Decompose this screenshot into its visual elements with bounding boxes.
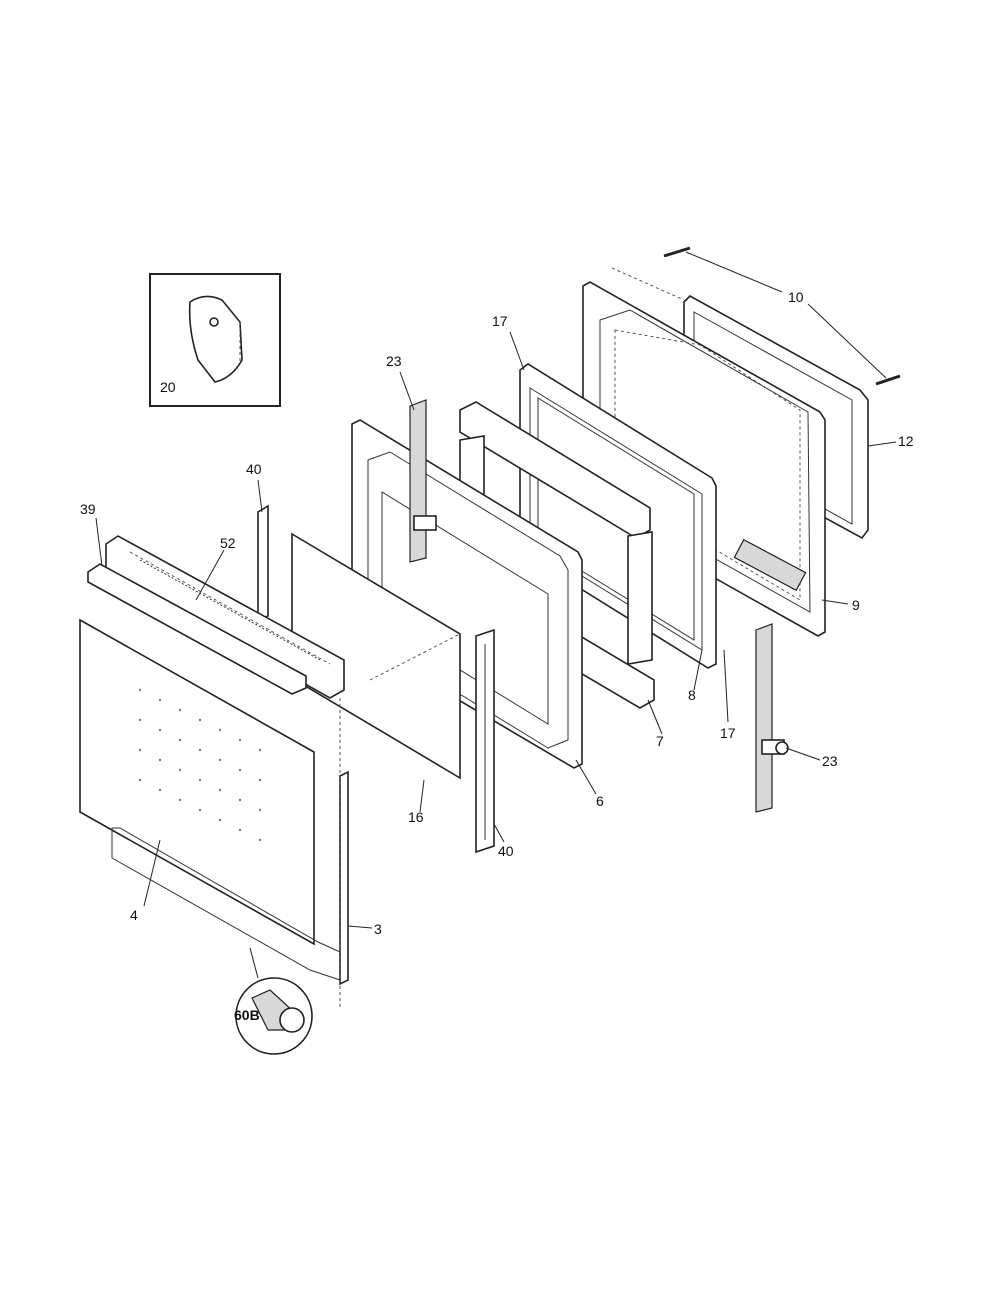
part-39-52-top-trim	[87, 535, 345, 699]
callout-8: 8	[688, 687, 696, 703]
part-23-upper-hinge	[409, 399, 437, 563]
callout-12: 12	[898, 433, 914, 449]
callout-9: 9	[852, 597, 860, 613]
callout-52: 52	[220, 535, 236, 551]
part-4-outer-door	[79, 618, 349, 986]
part-60b-screw-detail	[235, 977, 313, 1055]
part-40-left-channel	[257, 504, 269, 622]
part-16-glass-pane	[291, 532, 461, 780]
leader-lines	[95, 251, 897, 929]
callout-17-bottom: 17	[720, 725, 736, 741]
callout-40-top: 40	[246, 461, 262, 477]
inset-box-part-20	[149, 273, 281, 407]
callout-23-bottom: 23	[822, 753, 838, 769]
callout-10: 10	[788, 289, 804, 305]
callout-7: 7	[656, 733, 664, 749]
callout-23-top: 23	[386, 353, 402, 369]
part-10-screws	[663, 246, 901, 386]
callout-16: 16	[408, 809, 424, 825]
callout-39: 39	[80, 501, 96, 517]
assembly-lines	[249, 267, 685, 1010]
callout-3: 3	[374, 921, 382, 937]
callout-17-top: 17	[492, 313, 508, 329]
callout-4: 4	[130, 907, 138, 923]
callout-20: 20	[160, 379, 176, 395]
callout-6: 6	[596, 793, 604, 809]
callout-60b: 60B	[234, 1007, 260, 1023]
part-40-right-channel	[475, 628, 495, 854]
part-23-lower-hinge	[755, 623, 789, 813]
callout-40-bottom: 40	[498, 843, 514, 859]
